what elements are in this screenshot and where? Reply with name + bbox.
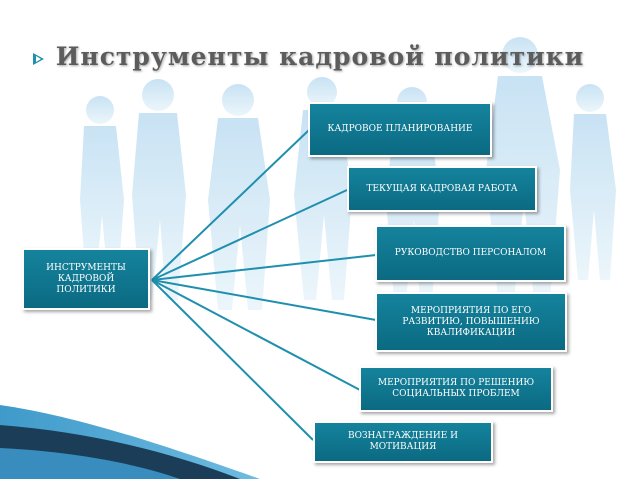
- connector-3: [151, 254, 377, 281]
- slide-title: Инструменты кадровой политики: [55, 42, 585, 71]
- connector-5: [151, 279, 361, 391]
- item-box-4: МЕРОПРИЯТИЯ ПО ЕГО РАЗВИТИЮ, ПОВЫШЕНИЮ К…: [375, 292, 567, 352]
- connector-6: [151, 279, 314, 441]
- connector-1: [151, 129, 310, 281]
- silhouette-4: [294, 77, 352, 300]
- silhouette-1: [80, 96, 124, 280]
- silhouette-7: [570, 84, 616, 280]
- item-box-6: ВОЗНАГРАЖДЕНИЕ И МОТИВАЦИЯ: [313, 421, 493, 463]
- item-box-2: ТЕКУЩАЯ КАДРОВАЯ РАБОТА: [347, 166, 537, 212]
- bottom-swooshes: [0, 405, 260, 479]
- silhouette-3: [208, 84, 270, 310]
- title-bullet-icon: [33, 53, 44, 65]
- connector-lines: [151, 129, 377, 441]
- item-box-1: КАДРОВОЕ ПЛАНИРОВАНИЕ: [308, 102, 492, 157]
- item-box-5: МЕРОПРИЯТИЯ ПО РЕШЕНИЮ СОЦИАЛЬНЫХ ПРОБЛЕ…: [359, 366, 553, 412]
- hub-box: ИНСТРУМЕНТЫ КАДРОВОЙ ПОЛИТИКИ: [22, 248, 150, 310]
- item-box-3: РУКОВОДСТВО ПЕРСОНАЛОМ: [375, 225, 566, 282]
- connector-4: [151, 279, 377, 321]
- connector-2: [151, 189, 348, 281]
